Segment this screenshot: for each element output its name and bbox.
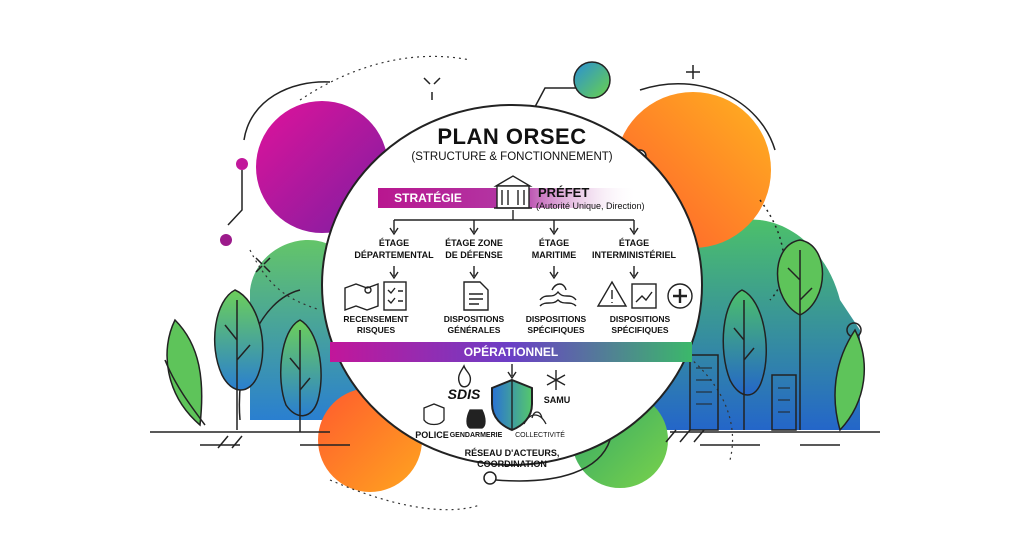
building-icon: [493, 175, 533, 209]
wave-icon: [539, 283, 577, 307]
page-subtitle: (STRUCTURE & FONCTIONNEMENT): [411, 151, 613, 163]
police-badge-icon: [423, 403, 445, 426]
level-1-line1: ÉTAGE: [378, 238, 410, 248]
small-ball: [573, 61, 611, 99]
prefet-subtitle: (Autorité Unique, Direction): [536, 201, 645, 211]
gendarmerie-label: GENDARMERIE: [449, 432, 503, 439]
level-4-line2: INTERMINISTÉRIEL: [591, 250, 676, 260]
collectivite-label: COLLECTIVITÉ: [515, 432, 565, 439]
disposition-4-line1: DISPOSITIONS: [609, 314, 671, 324]
disposition-3-line1: DISPOSITIONS: [525, 314, 587, 324]
document-icon: [463, 281, 489, 311]
disposition-2-line2: GÉNÉRALES: [447, 325, 501, 335]
disposition-1-line1: RECENSEMENT: [343, 314, 409, 324]
medical-cross-icon: [667, 283, 693, 309]
level-2-line1: ÉTAGE ZONE: [445, 238, 503, 248]
operational-band: [330, 342, 692, 362]
warning-icon: [596, 280, 628, 307]
network-line1: RÉSEAU D'ACTEURS,: [464, 448, 560, 458]
level-3-line1: ÉTAGE: [538, 238, 570, 248]
disposition-4-line2: SPÉCIFIQUES: [611, 325, 669, 335]
samu-label: SAMU: [543, 395, 571, 405]
network-line2: COORDINATION: [477, 459, 547, 469]
gendarmerie-icon: [466, 409, 486, 429]
fire-icon: [457, 364, 472, 388]
strategy-label: STRATÉGIE: [394, 191, 462, 205]
disposition-3-line2: SPÉCIFIQUES: [527, 325, 585, 335]
prefet-title: PRÉFET: [538, 185, 590, 200]
collectivite-icon: [523, 411, 547, 425]
chart-icon: [631, 283, 657, 309]
samu-star-icon: [546, 370, 566, 390]
right-trees: [670, 239, 880, 446]
sdis-label: SDIS: [447, 386, 481, 402]
level-1-line2: DÉPARTEMENTAL: [354, 250, 434, 260]
disposition-1-line2: RISQUES: [356, 325, 396, 335]
police-label: POLICE: [415, 430, 449, 440]
level-3-line2: MARITIME: [531, 250, 577, 260]
page-title: PLAN ORSEC: [437, 124, 587, 149]
level-2-line2: DE DÉFENSE: [445, 250, 503, 260]
checklist-icon: [383, 281, 407, 311]
disposition-2-line1: DISPOSITIONS: [443, 314, 505, 324]
level-4-line1: ÉTAGE: [618, 238, 650, 248]
left-trees: [150, 289, 350, 446]
risk-map-icon: [344, 283, 379, 311]
shield-icon: [491, 378, 533, 432]
operational-label: OPÉRATIONNEL: [463, 345, 559, 359]
